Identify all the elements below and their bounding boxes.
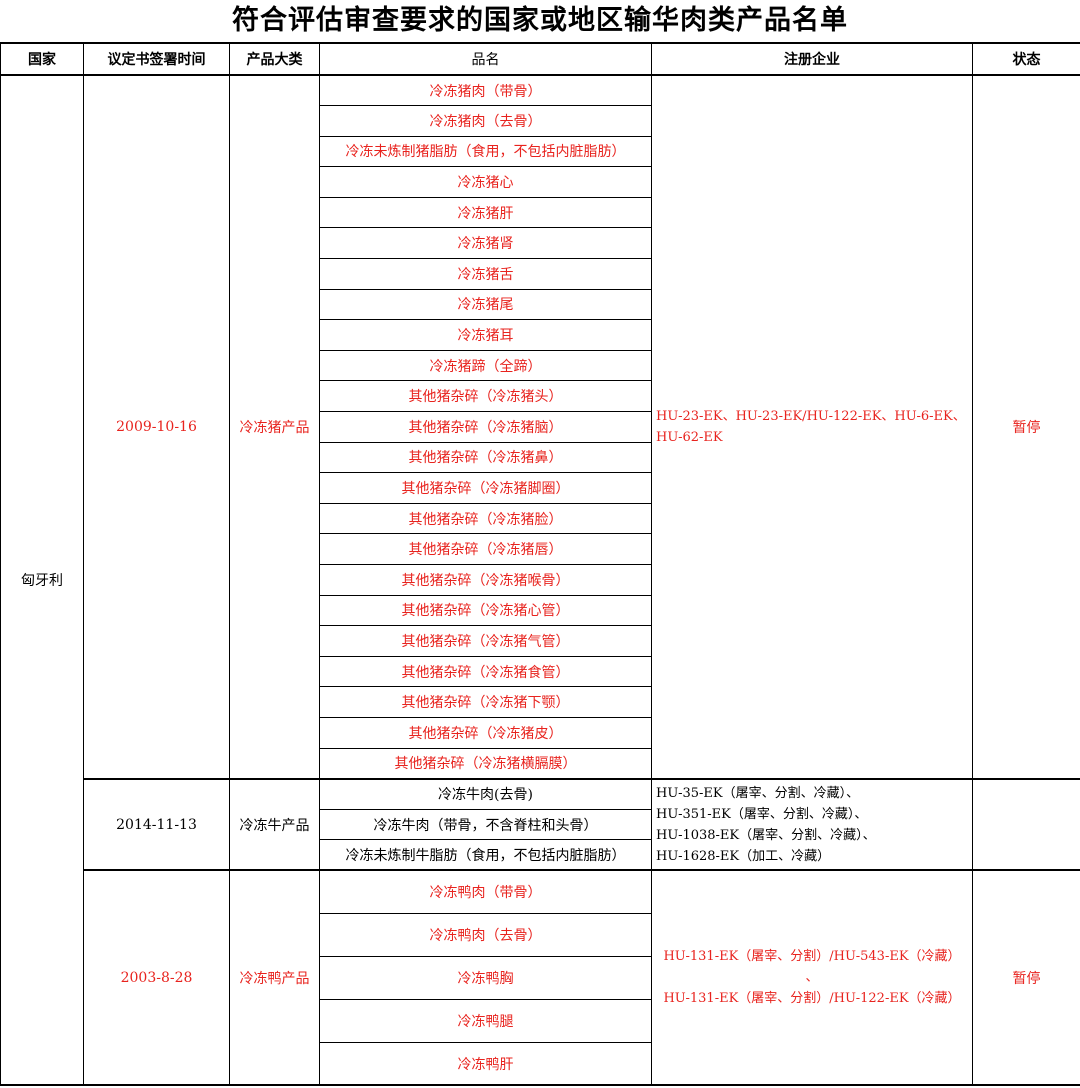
table-row: 冷冻猪肝 — [1, 196, 1080, 229]
product-cell: 其他猪杂碎（冷冻猪脚圈） — [319, 472, 652, 504]
company-line: HU-23-EK、HU-23-EK/HU-122-EK、HU-6-EK、 — [656, 408, 966, 424]
company-cell: HU-35-EK（屠宰、分割、冷藏）、 HU-351-EK（屠宰、分割、冷藏）、 H… — [651, 777, 973, 871]
status-cell: 暂停 — [972, 74, 1080, 780]
product-cell: 冷冻猪肉（带骨） — [319, 74, 652, 107]
product-cell: 其他猪杂碎（冷冻猪喉骨） — [319, 564, 652, 596]
status-cell: 暂停 — [972, 869, 1080, 1087]
product-cell: 其他猪杂碎（冷冻猪横膈膜） — [319, 747, 652, 780]
table-row: 其他猪杂碎（冷冻猪下颚） — [1, 686, 1080, 718]
table-row: 冷冻鸭胸 — [1, 955, 1080, 1000]
product-cell: 其他猪杂碎（冷冻猪气管） — [319, 625, 652, 657]
company-line: HU-1628-EK（加工、冷藏） — [656, 848, 831, 864]
table-row: 冷冻未炼制牛脂肪（食用，不包括内脏脂肪） — [1, 839, 1080, 871]
product-cell: 冷冻未炼制牛脂肪（食用，不包括内脏脂肪） — [319, 839, 652, 871]
product-cell: 其他猪杂碎（冷冻猪头） — [319, 380, 652, 413]
category-cell: 冷冻鸭产品 — [229, 869, 320, 1087]
page-title: 符合评估审查要求的国家或地区输华肉类产品名单 — [232, 5, 848, 36]
product-cell: 冷冻猪耳 — [319, 319, 652, 351]
table-row: 其他猪杂碎（冷冻猪脸） — [1, 502, 1080, 535]
product-cell: 冷冻牛肉（带骨，不含脊柱和头骨） — [319, 808, 652, 841]
company-line: HU-351-EK（屠宰、分割、冷藏）、 — [656, 806, 868, 822]
table-row: 冷冻猪尾 — [1, 288, 1080, 321]
product-cell: 冷冻猪肉（去骨） — [319, 105, 652, 137]
table-row: 其他猪杂碎（冷冻猪脚圈） — [1, 472, 1080, 504]
product-cell: 其他猪杂碎（冷冻猪脸） — [319, 502, 652, 535]
product-cell: 冷冻鸭肉（带骨） — [319, 869, 652, 914]
table-row: 冷冻未炼制猪脂肪（食用，不包括内脏脂肪） — [1, 135, 1080, 168]
table-row: 冷冻猪蹄（全蹄） — [1, 349, 1080, 382]
table-row: 其他猪杂碎（冷冻猪脑） — [1, 411, 1080, 443]
header-status: 状态 — [972, 42, 1080, 76]
product-cell: 其他猪杂碎（冷冻猪食管） — [319, 655, 652, 688]
product-cell: 其他猪杂碎（冷冻猪唇） — [319, 533, 652, 565]
company-line: HU-131-EK（屠宰、分割）/HU-122-EK（冷藏） — [663, 991, 961, 1007]
category-cell: 冷冻猪产品 — [229, 74, 320, 780]
product-cell: 其他猪杂碎（冷冻猪下颚） — [319, 686, 652, 718]
table-row: 其他猪杂碎（冷冻猪心管） — [1, 594, 1080, 627]
table-row: 其他猪杂碎（冷冻猪唇） — [1, 533, 1080, 565]
company-cell: HU-131-EK（屠宰、分割）/HU-543-EK（冷藏） 、 HU-131-EK… — [651, 869, 973, 1087]
table-row: 冷冻猪舌 — [1, 258, 1080, 290]
company-line: HU-62-EK — [656, 429, 723, 445]
date-cell: 2014-11-13 — [83, 777, 230, 871]
product-cell: 冷冻未炼制猪脂肪（食用，不包括内脏脂肪） — [319, 135, 652, 168]
product-cell: 冷冻猪蹄（全蹄） — [319, 349, 652, 382]
date-cell: 2003-8-28 — [83, 869, 230, 1087]
table-row: 冷冻鸭肝 — [1, 1041, 1080, 1087]
product-cell: 其他猪杂碎（冷冻猪心管） — [319, 594, 652, 627]
country-cell: 匈牙利 — [0, 74, 84, 1087]
product-cell: 其他猪杂碎（冷冻猪鼻） — [319, 441, 652, 474]
header-company: 注册企业 — [651, 42, 973, 76]
product-cell: 冷冻鸭肉（去骨） — [319, 912, 652, 957]
product-cell: 冷冻猪舌 — [319, 258, 652, 290]
header-row: 国家 议定书签署时间 产品大类 品名 注册企业 状态 — [0, 42, 1080, 76]
header-date: 议定书签署时间 — [83, 42, 230, 76]
product-cell: 其他猪杂碎（冷冻猪脑） — [319, 411, 652, 443]
table-row: 其他猪杂碎（冷冻猪头） — [1, 380, 1080, 413]
product-cell: 冷冻牛肉(去骨) — [319, 777, 652, 810]
header-product: 品名 — [319, 42, 652, 76]
date-cell: 2009-10-16 — [83, 74, 230, 780]
product-cell: 冷冻猪肾 — [319, 227, 652, 260]
table-row: 其他猪杂碎（冷冻猪皮） — [1, 716, 1080, 749]
company-line: 、 — [805, 970, 819, 986]
category-cell: 冷冻牛产品 — [229, 777, 320, 871]
product-cell: 其他猪杂碎（冷冻猪皮） — [319, 716, 652, 749]
product-cell: 冷冻鸭肝 — [319, 1041, 652, 1087]
product-cell: 冷冻猪尾 — [319, 288, 652, 321]
header-category: 产品大类 — [229, 42, 320, 76]
table-row: 其他猪杂碎（冷冻猪喉骨） — [1, 564, 1080, 596]
company-cell: HU-23-EK、HU-23-EK/HU-122-EK、HU-6-EK、 HU-6… — [651, 74, 973, 780]
status-cell — [972, 777, 1080, 871]
product-cell: 冷冻鸭胸 — [319, 955, 652, 1000]
header-country: 国家 — [0, 42, 84, 76]
table-row: 冷冻鸭肉（去骨） — [1, 912, 1080, 957]
product-cell: 冷冻猪肝 — [319, 196, 652, 229]
table-row: 冷冻猪耳 — [1, 319, 1080, 351]
table-row: 冷冻猪肉（去骨） — [1, 105, 1080, 137]
company-line: HU-35-EK（屠宰、分割、冷藏）、 — [656, 785, 860, 801]
product-cell: 冷冻猪心 — [319, 166, 652, 198]
table-row: 冷冻鸭腿 — [1, 998, 1080, 1043]
company-line: HU-1038-EK（屠宰、分割、冷藏）、 — [656, 827, 876, 843]
table-row: 冷冻猪心 — [1, 166, 1080, 198]
product-cell: 冷冻鸭腿 — [319, 998, 652, 1043]
table-row: 其他猪杂碎（冷冻猪鼻） — [1, 441, 1080, 474]
company-line: HU-131-EK（屠宰、分割）/HU-543-EK（冷藏） — [663, 949, 961, 965]
